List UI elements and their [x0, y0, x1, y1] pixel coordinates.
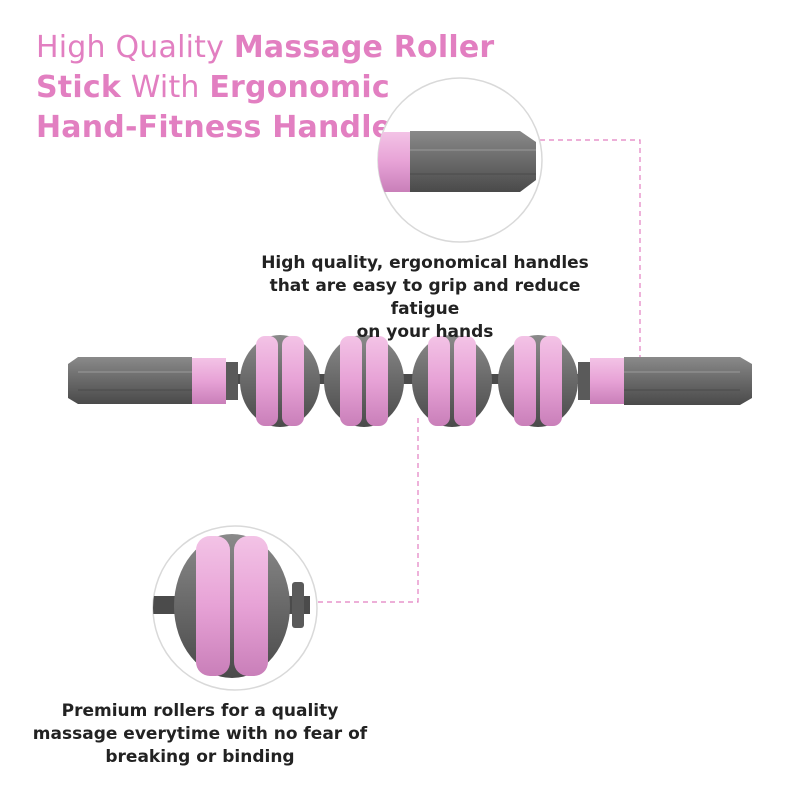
caption-line: Premium rollers for a quality: [61, 701, 339, 721]
caption-line: on your hands: [356, 322, 494, 342]
caption-line: massage everytime with no fear of: [32, 724, 368, 744]
roller-caption: Premium rollers for a quality massage ev…: [30, 700, 370, 769]
headline-emphasis: Hand-Fitness Handles: [36, 110, 411, 145]
massage-stick: [68, 335, 752, 427]
caption-line: breaking or binding: [105, 747, 295, 767]
headline-text: With: [120, 70, 210, 105]
headline-emphasis: Stick: [36, 70, 121, 105]
headline-emphasis: Ergonomic: [209, 70, 390, 105]
headline-emphasis: Massage Roller: [233, 30, 495, 65]
headline-line-3: Hand-Fitness Handles: [36, 108, 496, 148]
left-handle: [68, 357, 238, 404]
connector-lines: [300, 139, 641, 603]
headline-text: High Quality: [36, 30, 234, 65]
right-handle: [578, 357, 752, 405]
headline: High Quality Massage Roller Stick With E…: [36, 28, 496, 148]
handle-caption: High quality, ergonomical handles that a…: [240, 252, 610, 344]
roller-zoom-circle: [152, 525, 318, 691]
caption-line: High quality, ergonomical handles: [261, 253, 589, 273]
headline-line-2: Stick With Ergonomic: [36, 68, 496, 108]
roller-2: [324, 335, 404, 427]
roller-4: [498, 335, 578, 427]
caption-line: that are easy to grip and reduce fatigue: [269, 276, 581, 319]
handle-zoom-circle: [377, 77, 543, 243]
roller-3: [412, 335, 492, 427]
headline-line-1: High Quality Massage Roller: [36, 28, 496, 68]
roller-1: [240, 335, 320, 427]
